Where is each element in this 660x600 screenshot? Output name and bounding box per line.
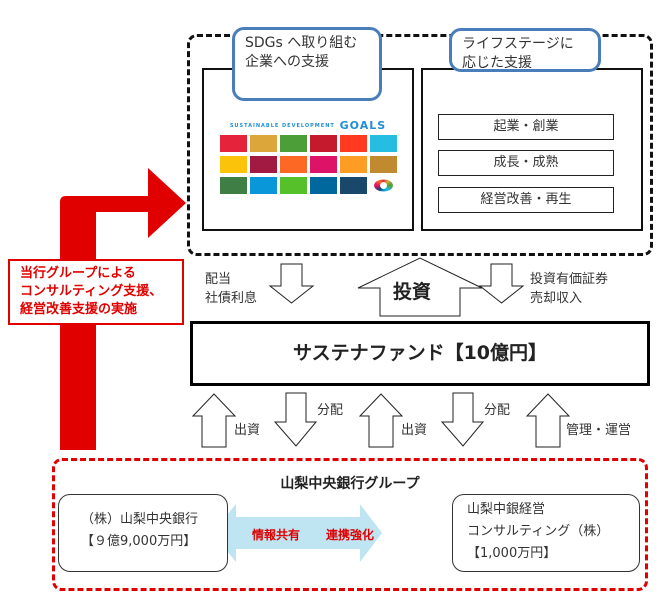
sdg-goal-tile — [249, 156, 277, 173]
bank-group-box — [52, 458, 648, 591]
sdg-goal-tile — [339, 135, 367, 152]
management-label: 管理・運営 — [566, 423, 632, 438]
sdg-callout-line1: SDGs へ取り組む — [245, 35, 358, 51]
sustena-fund-box: サステナファンド【10億円】 — [190, 321, 650, 386]
sdg-goal-tile — [339, 156, 367, 173]
life-callout-line1: ライフステージに — [462, 36, 574, 52]
sdg-goal-tile — [249, 135, 277, 152]
sdg-logo-goals-text: GOALS — [339, 119, 387, 132]
dividend-label-line2: 社債利息 — [205, 291, 258, 306]
sdg-goal-tile — [369, 135, 397, 152]
support-label-line1: 当行グループによる — [20, 266, 136, 281]
sale-arrow — [478, 263, 525, 304]
stage-growth: 成長・成熟 — [438, 150, 614, 176]
collaboration-label: 連携強化 — [326, 528, 375, 542]
sdg-logo: SUSTAINABLE DEVELOPMENT GOALS — [216, 119, 400, 197]
distribution-arrow-1 — [273, 392, 318, 447]
consulting-company-box: 山梨中銀経営 コンサルティング（株） 【1,000万円】 — [452, 494, 640, 572]
sdg-goal-tile — [339, 177, 367, 194]
consulting-name-line1: 山梨中銀経営 — [467, 502, 546, 517]
yamanashi-chuo-bank-box: （株）山梨中央銀行 【９億9,000万円】 — [58, 494, 228, 572]
sdg-goal-tile — [279, 177, 307, 194]
sdg-goal-grid — [216, 135, 400, 194]
collaboration-arrow — [212, 504, 382, 562]
bank-amount: 【９億9,000万円】 — [81, 534, 197, 549]
sdg-callout-line2: 企業への支援 — [245, 54, 329, 70]
life-callout-line2: 応じた支援 — [462, 55, 532, 71]
sdg-goal-tile — [249, 177, 277, 194]
bank-name: （株）山梨中央銀行 — [81, 512, 199, 527]
support-label-line3: 経営改善支援の実施 — [20, 302, 138, 317]
sdg-goal-tile — [219, 156, 247, 173]
life-stage-callout: ライフステージに 応じた支援 — [449, 28, 601, 72]
consulting-name-line2: コンサルティング（株） — [467, 524, 610, 539]
info-share-label: 情報共有 — [252, 528, 301, 542]
sale-label: 投資有価証券 売却収入 — [530, 270, 608, 308]
dividend-label: 配当 社債利息 — [205, 270, 257, 308]
sdg-goal-tile — [369, 156, 397, 173]
sdg-logo-title: SUSTAINABLE DEVELOPMENT GOALS — [216, 119, 400, 132]
sdg-goal-tile — [219, 135, 247, 152]
invest-arrow — [357, 257, 483, 317]
distribution-label-1: 分配 — [317, 403, 344, 418]
distribution-arrow-2 — [440, 392, 485, 447]
sdg-goal-tile — [309, 135, 337, 152]
dividend-label-line1: 配当 — [205, 272, 232, 287]
support-arrow — [60, 168, 186, 450]
contribution-arrow-1 — [191, 393, 237, 448]
sdg-goal-tile — [279, 156, 307, 173]
management-arrow — [525, 393, 571, 448]
contribution-label-1: 出資 — [234, 423, 261, 438]
distribution-label-2: 分配 — [484, 403, 511, 418]
sale-label-line2: 売却収入 — [530, 291, 583, 306]
bank-group-title: 山梨中央銀行グループ — [280, 476, 420, 492]
sdg-callout: SDGs へ取り組む 企業への支援 — [232, 27, 382, 101]
consulting-amount: 【1,000万円】 — [467, 546, 557, 561]
contribution-arrow-2 — [358, 393, 404, 448]
sdg-goal-tile — [219, 177, 247, 194]
sdg-logo-small-text: SUSTAINABLE DEVELOPMENT — [229, 123, 335, 129]
invest-label: 投資 — [393, 281, 432, 303]
contribution-label-2: 出資 — [401, 423, 428, 438]
sdg-goal-tile — [309, 156, 337, 173]
dividend-arrow — [268, 263, 315, 304]
stage-startup: 起業・創業 — [438, 114, 614, 140]
top-support-group — [187, 34, 653, 256]
sdg-goal-tile — [373, 179, 393, 192]
stage-revitalization: 経営改善・再生 — [438, 187, 614, 213]
sale-label-line1: 投資有価証券 — [530, 272, 609, 287]
support-label-line2: コンサルティング支援、 — [20, 284, 163, 299]
sdg-goal-tile — [309, 177, 337, 194]
sdg-goal-tile — [279, 135, 307, 152]
support-label-box: 当行グループによる コンサルティング支援、 経営改善支援の実施 — [8, 259, 184, 325]
